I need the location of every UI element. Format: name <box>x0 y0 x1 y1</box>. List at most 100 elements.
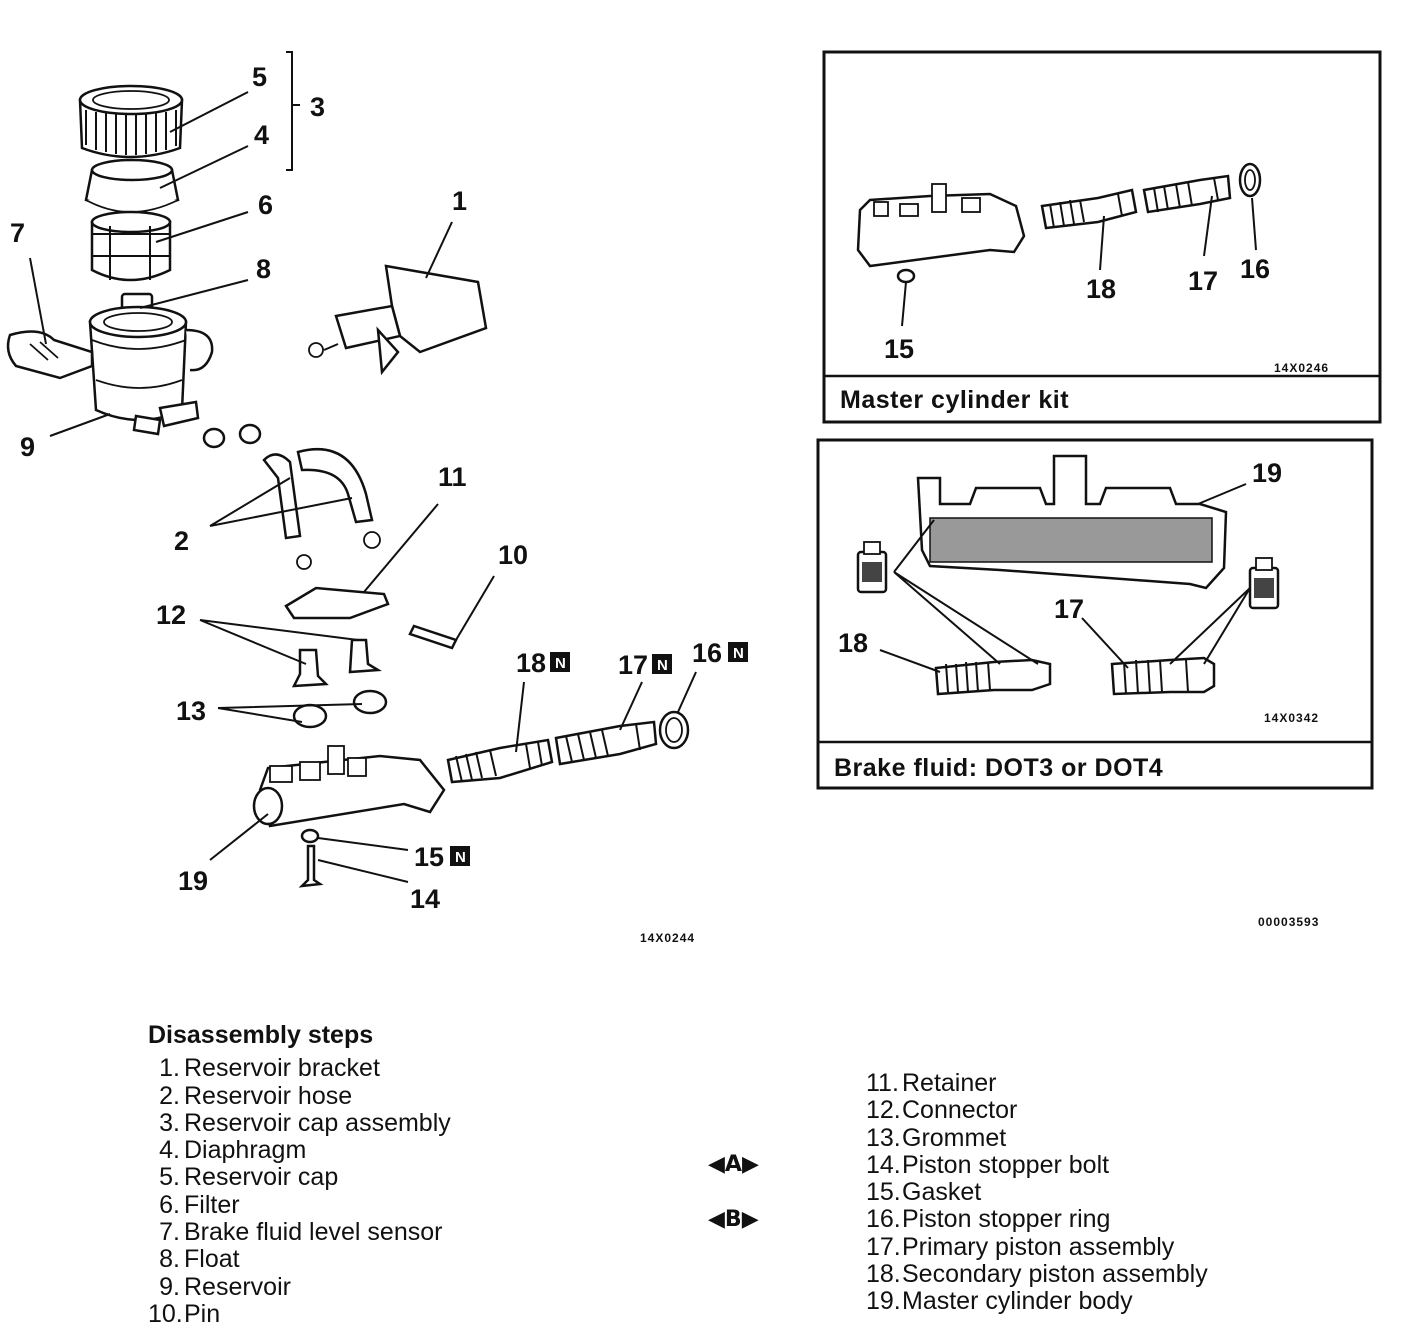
callout-13: 13 <box>176 696 206 726</box>
fluid-secondary-piston <box>934 658 1052 696</box>
list-item: 19.Master cylinder body <box>866 1287 1133 1316</box>
callout-4: 4 <box>254 120 269 150</box>
kit-cylinder-body <box>856 183 1026 268</box>
list-item: 3.Reservoir cap assembly <box>159 1108 451 1137</box>
disassembly-steps-left: Disassembly steps 1.Reservoir bracket 2.… <box>148 1021 451 1328</box>
reservoir-hoses <box>262 447 374 540</box>
callout-16: 16 <box>692 638 722 668</box>
kit-stopper-ring <box>1238 162 1262 198</box>
list-item: 11.Retainer <box>866 1069 997 1097</box>
master-cylinder-kit-box: 15 18 17 16 14X0246 Master cylinder kit <box>822 50 1382 424</box>
callout-19: 19 <box>178 866 208 896</box>
list-item: 14.Piston stopper bolt <box>866 1150 1110 1179</box>
callout-7: 7 <box>10 218 25 248</box>
primary-piston-assembly <box>554 720 658 766</box>
brake-fluid-level-sensor <box>6 330 94 380</box>
new-part-badge <box>550 652 570 672</box>
cap-assembly-bracket <box>286 51 300 171</box>
hose-clamps <box>202 423 262 449</box>
retainer <box>284 531 390 620</box>
callout-15: 15 <box>414 842 444 872</box>
list-item: 9.Reservoir <box>159 1272 291 1301</box>
callout-17-new: 17 N <box>618 650 672 680</box>
list-item: 15.Gasket <box>866 1178 982 1207</box>
reservoir-cap <box>78 84 184 159</box>
list-item: 4.Diaphragm <box>159 1136 307 1165</box>
filter <box>90 210 172 282</box>
kit-caption: Master cylinder kit <box>840 386 1069 414</box>
new-part-mark: N <box>455 849 466 866</box>
callout-8: 8 <box>256 254 271 284</box>
diaphragm <box>84 158 180 213</box>
callout-12: 12 <box>156 600 186 630</box>
grommets <box>292 689 388 729</box>
kit-gasket <box>896 268 916 284</box>
fluid-callout-17: 17 <box>1054 594 1084 624</box>
fluid-bottle-right <box>1248 557 1280 610</box>
brake-fluid-box: 19 17 18 14X0342 Brake fluid: DOT3 or DO… <box>816 438 1374 790</box>
gasket <box>300 828 320 844</box>
new-part-mark: N <box>555 655 566 672</box>
list-item: 16.Piston stopper ring <box>866 1205 1111 1234</box>
list-item: 17.Primary piston assembly <box>866 1232 1175 1261</box>
figure-code: 00003593 <box>1258 915 1319 929</box>
callout-17: 17 <box>618 650 648 680</box>
callout-3: 3 <box>310 92 325 122</box>
step-mark-b: ◀B▶ <box>708 1207 759 1232</box>
piston-stopper-bolt <box>298 844 324 888</box>
piston-stopper-ring <box>658 710 690 750</box>
disassembly-steps-right: 11.Retainer 12.Connector 13.Grommet 14.P… <box>866 1069 1208 1316</box>
pin <box>408 624 458 650</box>
callout-10: 10 <box>498 540 528 570</box>
fluid-caption: Brake fluid: DOT3 or DOT4 <box>834 754 1163 782</box>
drawing-code: 14X0244 <box>640 931 695 945</box>
callout-9: 9 <box>20 432 35 462</box>
callout-18: 18 <box>516 648 546 678</box>
fluid-cylinder-body <box>916 454 1228 590</box>
fluid-code: 14X0342 <box>1264 711 1319 725</box>
secondary-piston-assembly <box>446 738 554 784</box>
kit-callout-18: 18 <box>1086 274 1116 304</box>
kit-callout-16: 16 <box>1240 254 1270 284</box>
list-item: 18.Secondary piston assembly <box>866 1260 1208 1289</box>
new-part-badge <box>450 846 470 866</box>
list-item: 8.Float <box>159 1245 240 1274</box>
list-item: 13.Grommet <box>866 1123 1007 1152</box>
callout-14: 14 <box>410 884 440 914</box>
callout-6: 6 <box>258 190 273 220</box>
callout-16-new: 16 N <box>692 638 748 668</box>
fluid-bottle-left <box>856 541 888 594</box>
new-part-mark: N <box>733 645 744 662</box>
master-cylinder-body <box>252 745 446 828</box>
list-item: 5.Reservoir cap <box>159 1163 339 1192</box>
callout-2: 2 <box>174 526 189 556</box>
list-item: 1.Reservoir bracket <box>159 1054 380 1083</box>
kit-callout-17: 17 <box>1188 266 1218 296</box>
reservoir-bracket <box>308 264 488 376</box>
new-part-badge <box>652 654 672 674</box>
connectors <box>291 638 383 688</box>
kit-code: 14X0246 <box>1274 361 1329 375</box>
callout-5: 5 <box>252 62 267 92</box>
fluid-primary-piston <box>1110 656 1216 696</box>
steps-heading: Disassembly steps <box>148 1021 374 1049</box>
kit-primary-piston <box>1142 174 1232 214</box>
list-item: 10.Pin <box>148 1299 221 1328</box>
reservoir <box>88 305 214 436</box>
list-item: 7.Brake fluid level sensor <box>159 1218 443 1247</box>
kit-secondary-piston <box>1040 188 1138 230</box>
new-part-mark: N <box>657 657 668 674</box>
step-mark-a: ◀A▶ <box>708 1152 759 1177</box>
leader-lines <box>29 91 697 883</box>
fluid-callout-19: 19 <box>1252 458 1282 488</box>
callout-1: 1 <box>452 186 467 216</box>
new-part-badge <box>728 642 748 662</box>
fluid-callout-18: 18 <box>838 628 868 658</box>
callout-18-new: 18 N <box>516 648 570 678</box>
kit-callout-15: 15 <box>884 334 914 364</box>
callout-15-new: 15 N <box>414 842 470 872</box>
callout-11: 11 <box>438 462 467 492</box>
list-item: 6.Filter <box>159 1190 240 1219</box>
list-item: 12.Connector <box>866 1096 1018 1125</box>
